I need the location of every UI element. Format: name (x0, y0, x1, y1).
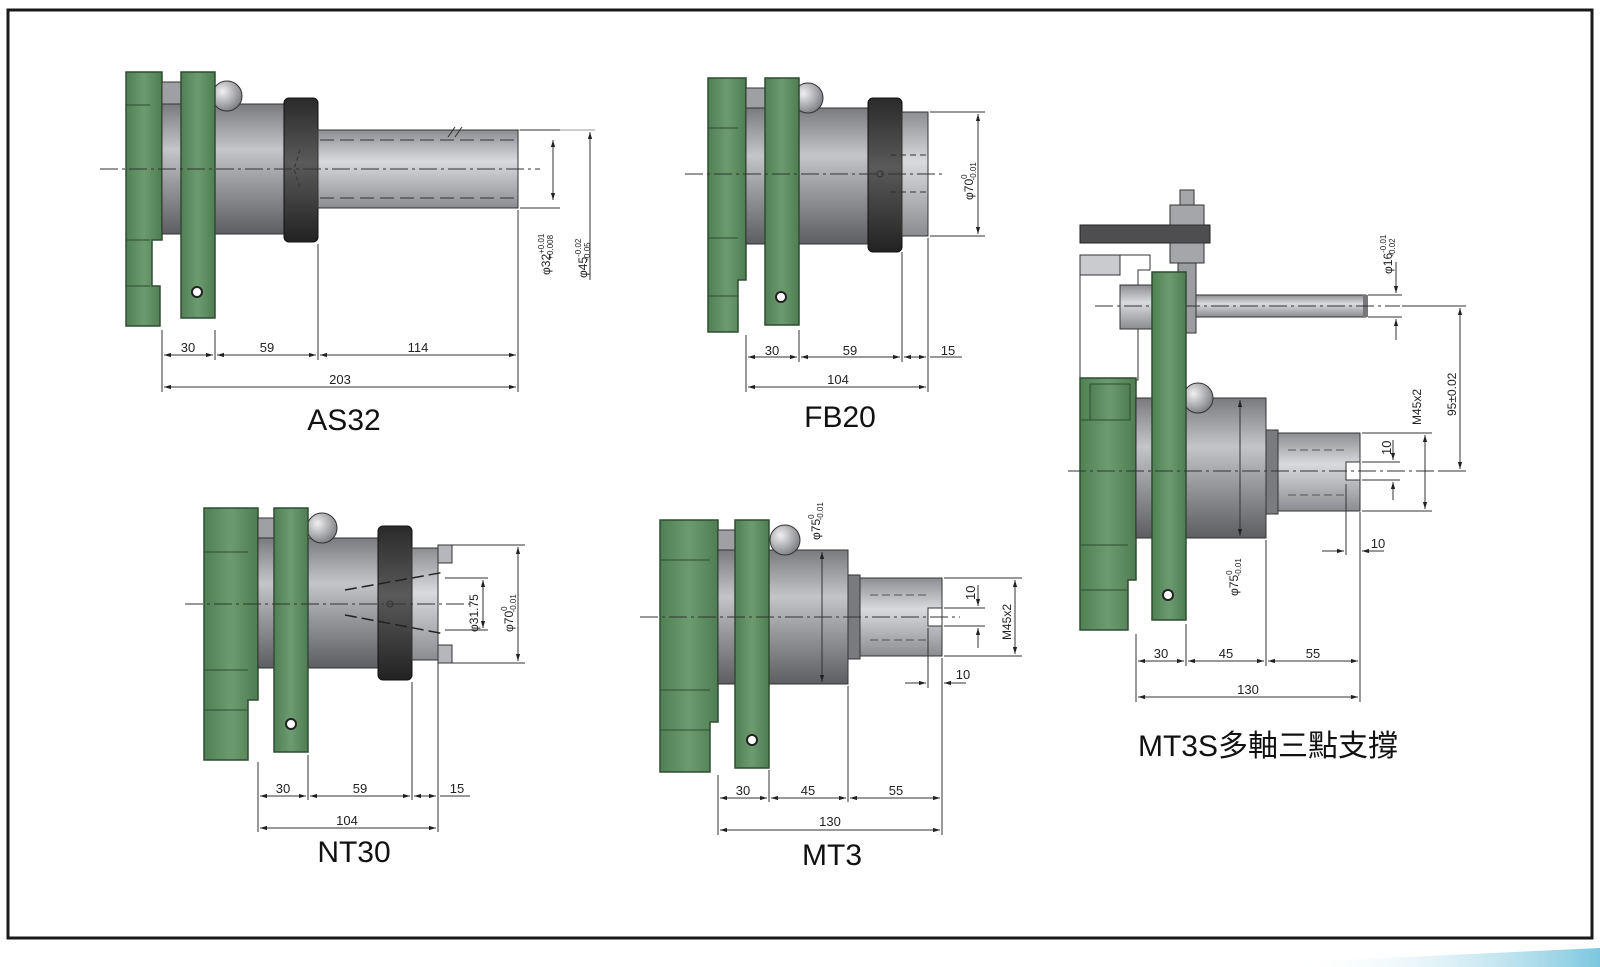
caption-nt30: NT30 (317, 836, 390, 869)
dim-30: 30 (765, 343, 779, 358)
clamp-arm (180, 71, 216, 319)
clamp-knob (306, 512, 338, 544)
mount-plate (203, 507, 259, 761)
clamp-arm (1151, 271, 1187, 621)
dim-30: 30 (736, 783, 750, 798)
clamp-knob (769, 524, 801, 556)
dim-45: 45 (1219, 646, 1233, 661)
dim-55: 55 (889, 783, 903, 798)
caption-fb20: FB20 (804, 401, 876, 434)
mount-plate (659, 519, 719, 773)
clamp-arm (273, 507, 309, 753)
dim-30: 30 (276, 781, 290, 796)
unit-mt3s: 30 45 55 130 10 φ750-0.01 φ16-0.01-0.02 … (1068, 189, 1466, 763)
unit-mt3: 30 45 55 130 10 φ750-0.01 M45x2 10 MT3 (640, 502, 1022, 872)
dim-203: 203 (329, 372, 351, 387)
lock-ring (867, 97, 903, 253)
dim-59: 59 (260, 340, 274, 355)
dim-130: 130 (819, 814, 841, 829)
clamp-arm (734, 519, 770, 769)
collar (1265, 429, 1279, 515)
dia-label-32: φ32+0.01+0.008 (537, 233, 555, 275)
unit-nt30: 30 59 15 104 φ31.75 φ700-0.01 NT30 (185, 507, 525, 869)
dia-label-45: φ45-0.02-0.05 (574, 238, 592, 278)
dia-label-70: φ700-0.01 (960, 162, 978, 200)
unit-fb20: 30 59 15 104 φ700-0.01 FB20 (685, 77, 985, 434)
dim-15: 15 (450, 781, 464, 796)
dim-10-slot-width: 10 (1371, 536, 1385, 551)
dia-label-31-75: φ31.75 (467, 594, 481, 632)
unit-as32: 30 59 114 203 φ32+0.01+0.008 φ45-0.02-0.… (100, 71, 595, 437)
dim-10-slot-width: 10 (956, 667, 970, 682)
lock-ring (283, 97, 319, 243)
caption-mt3: MT3 (802, 839, 862, 872)
clamp-knob (1182, 382, 1214, 414)
caption-mt3s: MT3S多軸三點支撐 (1138, 730, 1398, 763)
dim-59: 59 (353, 781, 367, 796)
clamp-knob (211, 80, 243, 112)
lock-ring (377, 525, 413, 681)
dim-15: 15 (941, 343, 955, 358)
dim-59: 59 (843, 343, 857, 358)
dim-114: 114 (408, 340, 429, 355)
dim-45: 45 (801, 783, 815, 798)
dim-104: 104 (336, 813, 358, 828)
clamp-arm (764, 77, 800, 326)
dim-95: 95±0.02 (1445, 372, 1459, 416)
dim-30: 30 (1154, 646, 1168, 661)
support-bar (1079, 224, 1211, 244)
dim-10-slot-height: 10 (963, 586, 978, 600)
dia-label-16: φ16-0.01-0.02 (1379, 234, 1397, 274)
thread-label-m45x2: M45x2 (1410, 389, 1424, 425)
dim-10-slot-height: 10 (1379, 441, 1394, 455)
mount-plate (125, 71, 163, 327)
dim-55: 55 (1306, 646, 1320, 661)
dim-130: 130 (1237, 682, 1259, 697)
accent-swoosh (1290, 948, 1600, 967)
mount-plate (707, 77, 747, 333)
thread-label-m45x2: M45x2 (1000, 604, 1014, 640)
dia-label-75: φ750-0.01 (807, 502, 825, 540)
dia-label-75: φ750-0.01 (1225, 558, 1243, 596)
dim-104: 104 (827, 372, 849, 387)
dia-label-70: φ700-0.01 (500, 594, 518, 632)
caption-as32: AS32 (307, 404, 380, 437)
dim-30: 30 (181, 340, 195, 355)
mount-plate (1079, 377, 1137, 631)
